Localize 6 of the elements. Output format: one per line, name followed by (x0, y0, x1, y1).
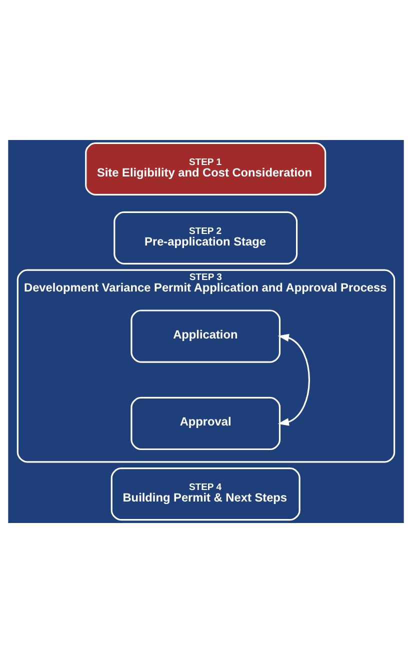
node-box: STEP 1 Site Eligibility and Cost Consideration (85, 142, 326, 195)
node-box: Application (130, 309, 281, 362)
node-box: STEP 2 Pre-application Stage (114, 210, 298, 264)
arrow (278, 333, 310, 426)
node-box: Approval (130, 396, 281, 450)
node-box: STEP 4 Building Permit & Next Steps (110, 467, 300, 520)
